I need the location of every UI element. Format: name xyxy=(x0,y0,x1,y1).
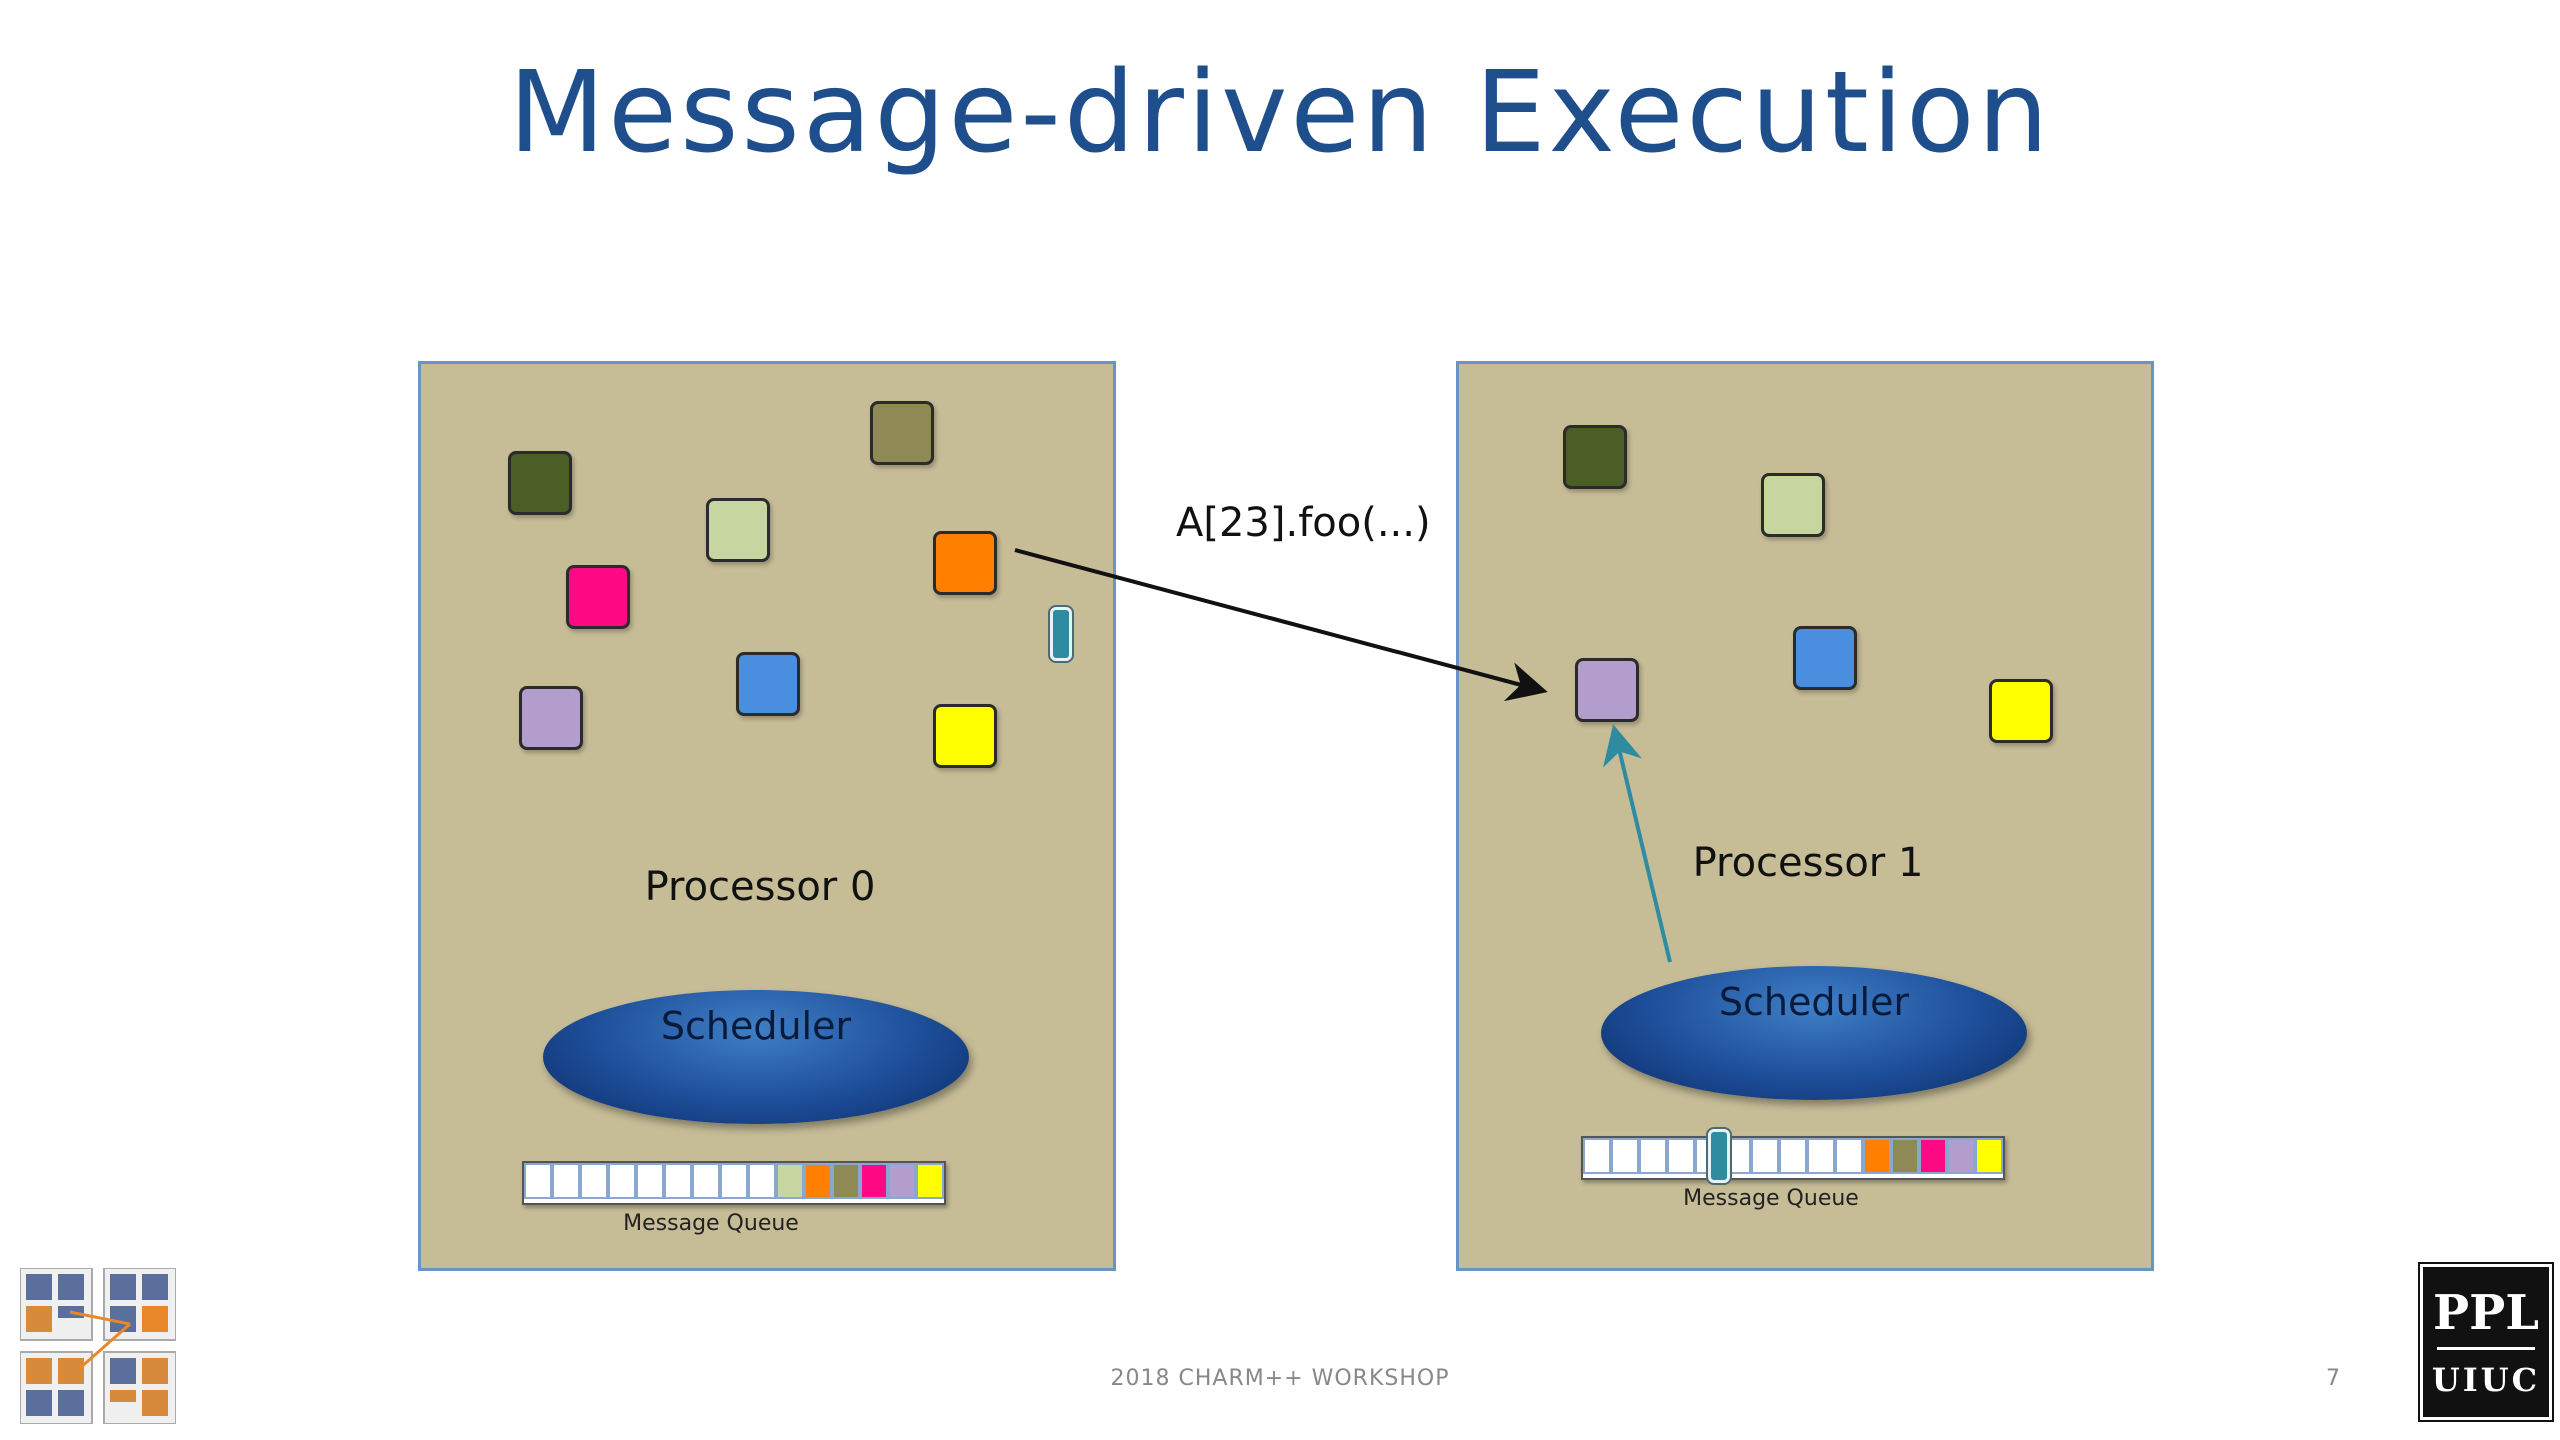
queue-slot xyxy=(552,1163,580,1199)
page-number: 7 xyxy=(2326,1366,2340,1391)
processor-0-queue-label: Message Queue xyxy=(623,1211,799,1236)
chare-object-orange xyxy=(933,531,997,595)
ppl-uiuc-logo: PPL UIUC xyxy=(2420,1264,2552,1420)
queue-slot xyxy=(860,1163,888,1199)
chare-object-blue xyxy=(736,652,800,716)
queue-slot xyxy=(776,1163,804,1199)
queue-slot xyxy=(804,1163,832,1199)
method-invocation-label: A[23].foo(...) xyxy=(1176,500,1431,546)
queue-slot xyxy=(720,1163,748,1199)
chare-object-dark-olive xyxy=(508,451,572,515)
queue-slot xyxy=(1667,1138,1695,1174)
in-flight-message xyxy=(1050,607,1072,661)
processor-0-message-queue xyxy=(522,1161,946,1205)
processor-0-label: Processor 0 xyxy=(644,864,876,910)
queue-slot xyxy=(580,1163,608,1199)
processor-0-scheduler: Scheduler xyxy=(543,990,969,1124)
logo-bottom-text: UIUC xyxy=(2431,1361,2541,1399)
queue-slot xyxy=(1891,1138,1919,1174)
chare-object-light-green xyxy=(1761,473,1825,537)
queue-slot xyxy=(1947,1138,1975,1174)
queue-slot xyxy=(524,1163,552,1199)
queue-slot xyxy=(1807,1138,1835,1174)
queue-slot xyxy=(888,1163,916,1199)
processor-1-scheduler: Scheduler xyxy=(1601,966,2027,1100)
processor-1-label: Processor 1 xyxy=(1692,840,1924,886)
processor-0-panel: Processor 0 Scheduler Message Queue xyxy=(418,361,1116,1271)
chare-object-light-green xyxy=(706,498,770,562)
chare-object-blue xyxy=(1793,626,1857,690)
chare-object-yellow xyxy=(1989,679,2053,743)
queue-slot xyxy=(1863,1138,1891,1174)
queue-slot xyxy=(1583,1138,1611,1174)
logo-top-text: PPL xyxy=(2433,1285,2539,1341)
queue-slot xyxy=(1611,1138,1639,1174)
queue-slot xyxy=(636,1163,664,1199)
queue-slot xyxy=(1835,1138,1863,1174)
queue-slot xyxy=(1779,1138,1807,1174)
chare-object-khaki xyxy=(870,401,934,465)
footer-text: 2018 CHARM++ WORKSHOP xyxy=(1110,1366,1450,1391)
chare-object-purple xyxy=(519,686,583,750)
queue-slot xyxy=(916,1163,944,1199)
chare-object-magenta xyxy=(566,565,630,629)
queue-slot xyxy=(1751,1138,1779,1174)
chare-object-purple-target xyxy=(1575,658,1639,722)
remote-invocation-arrow xyxy=(1014,548,1548,702)
scheduler-label: Scheduler xyxy=(660,1004,852,1048)
processor-1-panel: Processor 1 Scheduler Message Queue xyxy=(1456,361,2154,1271)
slide-title: Message-driven Execution xyxy=(508,48,2052,178)
queue-slot xyxy=(608,1163,636,1199)
logo-divider xyxy=(2437,1347,2535,1350)
queue-slot xyxy=(1639,1138,1667,1174)
queue-slot xyxy=(692,1163,720,1199)
scheduler-delivery-arrow xyxy=(1602,724,1672,963)
scheduler-label: Scheduler xyxy=(1718,980,1910,1024)
queued-message xyxy=(1708,1129,1730,1183)
queue-slot xyxy=(664,1163,692,1199)
queue-slot xyxy=(1975,1138,2003,1174)
queue-slot xyxy=(832,1163,860,1199)
queue-slot xyxy=(748,1163,776,1199)
processor-1-queue-label: Message Queue xyxy=(1683,1186,1859,1211)
chare-object-dark-olive xyxy=(1563,425,1627,489)
charm-logo xyxy=(20,1268,176,1424)
processor-1-message-queue xyxy=(1581,1136,2005,1180)
queue-slot xyxy=(1919,1138,1947,1174)
chare-object-yellow xyxy=(933,704,997,768)
